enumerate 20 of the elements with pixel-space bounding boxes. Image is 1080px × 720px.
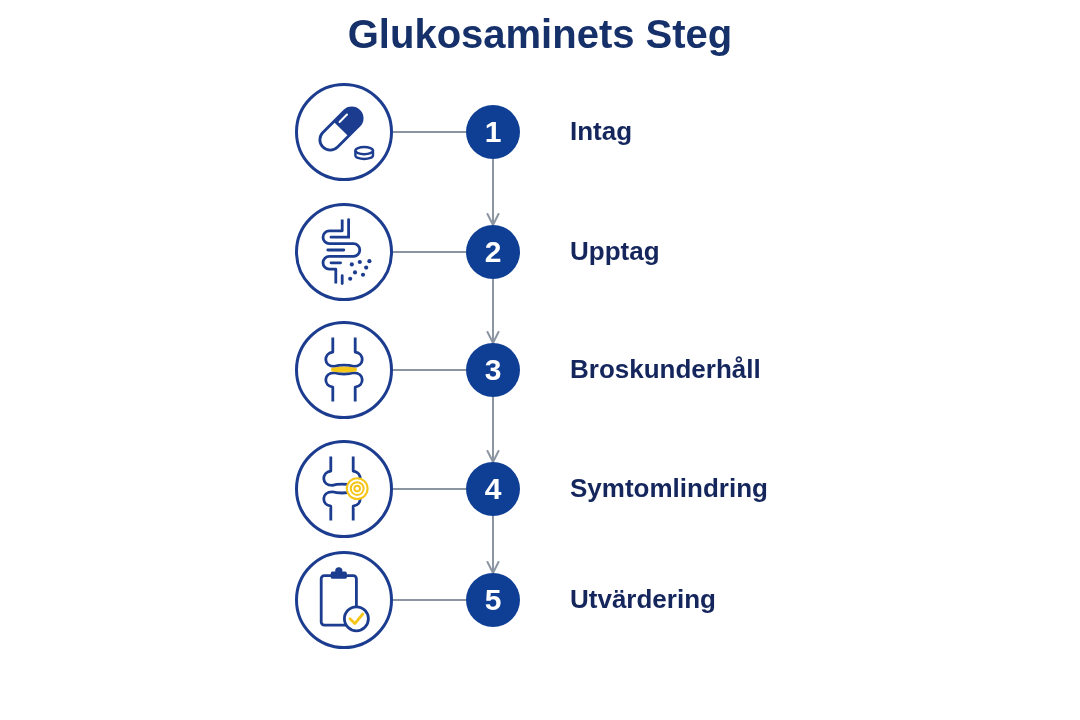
- step-number-circle: 3: [466, 343, 520, 397]
- title: Glukosaminets Steg: [347, 11, 733, 58]
- connector-line: [392, 131, 467, 133]
- step-label: Intag: [570, 116, 633, 148]
- step-number-circle: 2: [466, 225, 520, 279]
- step-number-circle: 5: [466, 573, 520, 627]
- step-label: Broskunderhåll: [570, 354, 761, 386]
- arrow: [486, 158, 500, 226]
- step-label: Utvärdering: [570, 584, 716, 616]
- connector-line: [392, 488, 467, 490]
- arrow: [486, 396, 500, 463]
- step-number-circle: 4: [466, 462, 520, 516]
- arrow: [486, 515, 500, 574]
- connector-line: [392, 251, 467, 253]
- connector-line: [392, 599, 467, 601]
- arrow: [486, 278, 500, 344]
- step-label: Upptag: [570, 236, 660, 268]
- connector-line: [392, 369, 467, 371]
- step-number-circle: 1: [466, 105, 520, 159]
- step-label: Symtomlindring: [570, 473, 768, 505]
